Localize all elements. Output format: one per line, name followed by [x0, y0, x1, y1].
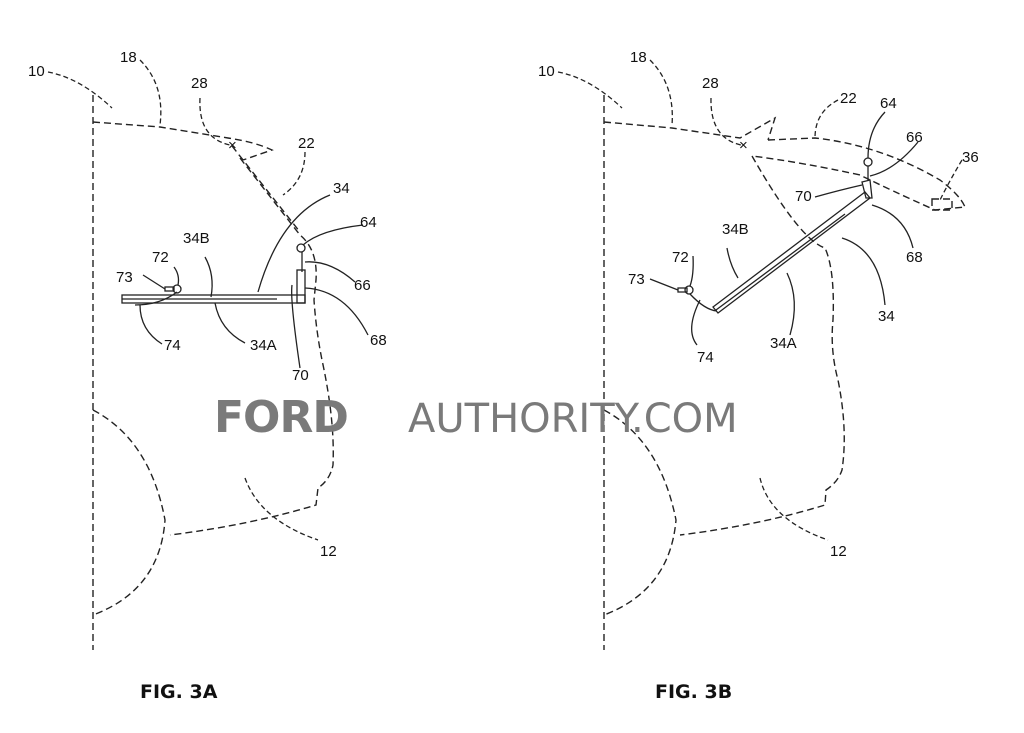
- raised-liftgate-outline: [751, 137, 967, 211]
- ref-72: 72: [152, 249, 169, 266]
- leader-72: [689, 255, 694, 287]
- ref-74: 74: [697, 349, 714, 366]
- anchor-point-72: [684, 285, 694, 295]
- watermark: FORD AUTHORITY.COM: [214, 392, 738, 443]
- ref-34b: 34B: [183, 230, 210, 247]
- leader-72: [173, 266, 180, 286]
- leader-74: [691, 299, 701, 346]
- leader-34a: [214, 302, 246, 344]
- shelf-bracket: [861, 179, 873, 199]
- leader-36: [939, 159, 963, 201]
- leader-68: [304, 287, 369, 336]
- strap-74: [134, 291, 178, 306]
- leader-74: [139, 304, 163, 345]
- ref-12: 12: [830, 543, 847, 560]
- roof-line: [603, 116, 777, 141]
- ref-64: 64: [360, 214, 377, 231]
- leader-22: [814, 99, 839, 139]
- ref-34: 34: [878, 308, 895, 325]
- ref-10: 10: [538, 63, 555, 80]
- ref-28: 28: [191, 75, 208, 92]
- ref-18: 18: [630, 49, 647, 66]
- leader-34b: [726, 247, 739, 279]
- leader-64: [867, 111, 886, 159]
- leader-73: [142, 274, 166, 290]
- leader-34: [257, 194, 331, 293]
- leader-73: [649, 278, 679, 291]
- strap-74: [689, 293, 718, 312]
- anchor-point-64: [296, 243, 306, 253]
- ref-36: 36: [962, 149, 979, 166]
- ref-12: 12: [320, 543, 337, 560]
- ref-72: 72: [672, 249, 689, 266]
- leader-12: [244, 477, 319, 541]
- leader-22: [282, 151, 306, 196]
- leader-10: [47, 71, 113, 109]
- anchor-point-72: [172, 284, 182, 294]
- ref-70: 70: [292, 367, 309, 384]
- figure-3b: × 10 18 28 22 64 66 36: [538, 49, 979, 703]
- ref-70: 70: [795, 188, 812, 205]
- ref-66: 66: [906, 129, 923, 146]
- shelf-bracket: [296, 269, 306, 304]
- leader-18: [139, 59, 162, 126]
- leader-12: [759, 477, 829, 541]
- ref-68: 68: [370, 332, 387, 349]
- leader-10: [557, 71, 623, 109]
- hinge-marker: ×: [739, 137, 748, 154]
- leader-70: [291, 284, 301, 369]
- leader-66: [869, 141, 919, 177]
- ref-34b: 34B: [722, 221, 749, 238]
- hinge-marker: ×: [228, 137, 237, 154]
- leader-64: [302, 224, 364, 246]
- watermark-text: AUTHORITY.COM: [408, 396, 738, 442]
- cargo-shelf-raised: [677, 157, 873, 314]
- component-36: [931, 198, 953, 211]
- leader-34: [841, 237, 886, 306]
- ref-68: 68: [906, 249, 923, 266]
- watermark-brand: FORD: [214, 392, 348, 443]
- ref-22: 22: [840, 90, 857, 107]
- figure-caption-3b: FIG. 3B: [655, 681, 732, 703]
- leader-34b: [204, 256, 213, 298]
- ref-73: 73: [116, 269, 133, 286]
- ref-34: 34: [333, 180, 350, 197]
- figure-caption-3a: FIG. 3A: [140, 681, 218, 703]
- leader-68: [871, 204, 914, 249]
- ref-64: 64: [880, 95, 897, 112]
- ref-34a: 34A: [770, 335, 797, 352]
- leader-70: [814, 184, 863, 198]
- shelf-layer-line: [715, 213, 846, 311]
- ref-10: 10: [28, 63, 45, 80]
- leader-28: [199, 97, 231, 146]
- leader-28: [710, 97, 742, 146]
- leader-34a: [786, 272, 795, 336]
- ref-73: 73: [628, 271, 645, 288]
- leader-66: [304, 261, 356, 283]
- ref-66: 66: [354, 277, 371, 294]
- ref-34a: 34A: [250, 337, 277, 354]
- ref-28: 28: [702, 75, 719, 92]
- ref-74: 74: [164, 337, 181, 354]
- wheel-arch: [92, 409, 166, 616]
- leader-18: [649, 59, 673, 126]
- ref-18: 18: [120, 49, 137, 66]
- pin-73: [677, 287, 688, 293]
- ref-22: 22: [298, 135, 315, 152]
- figure-3a: × 10 18 28 22 34 64 34B 72 73 66 74 3: [28, 49, 387, 703]
- liftgate-outline: [169, 157, 334, 536]
- anchor-point-64: [863, 157, 873, 167]
- roof-line: [92, 121, 274, 161]
- wheel-arch: [603, 409, 677, 616]
- body-outline: [679, 155, 845, 536]
- liftgate-inner-line: [231, 145, 301, 233]
